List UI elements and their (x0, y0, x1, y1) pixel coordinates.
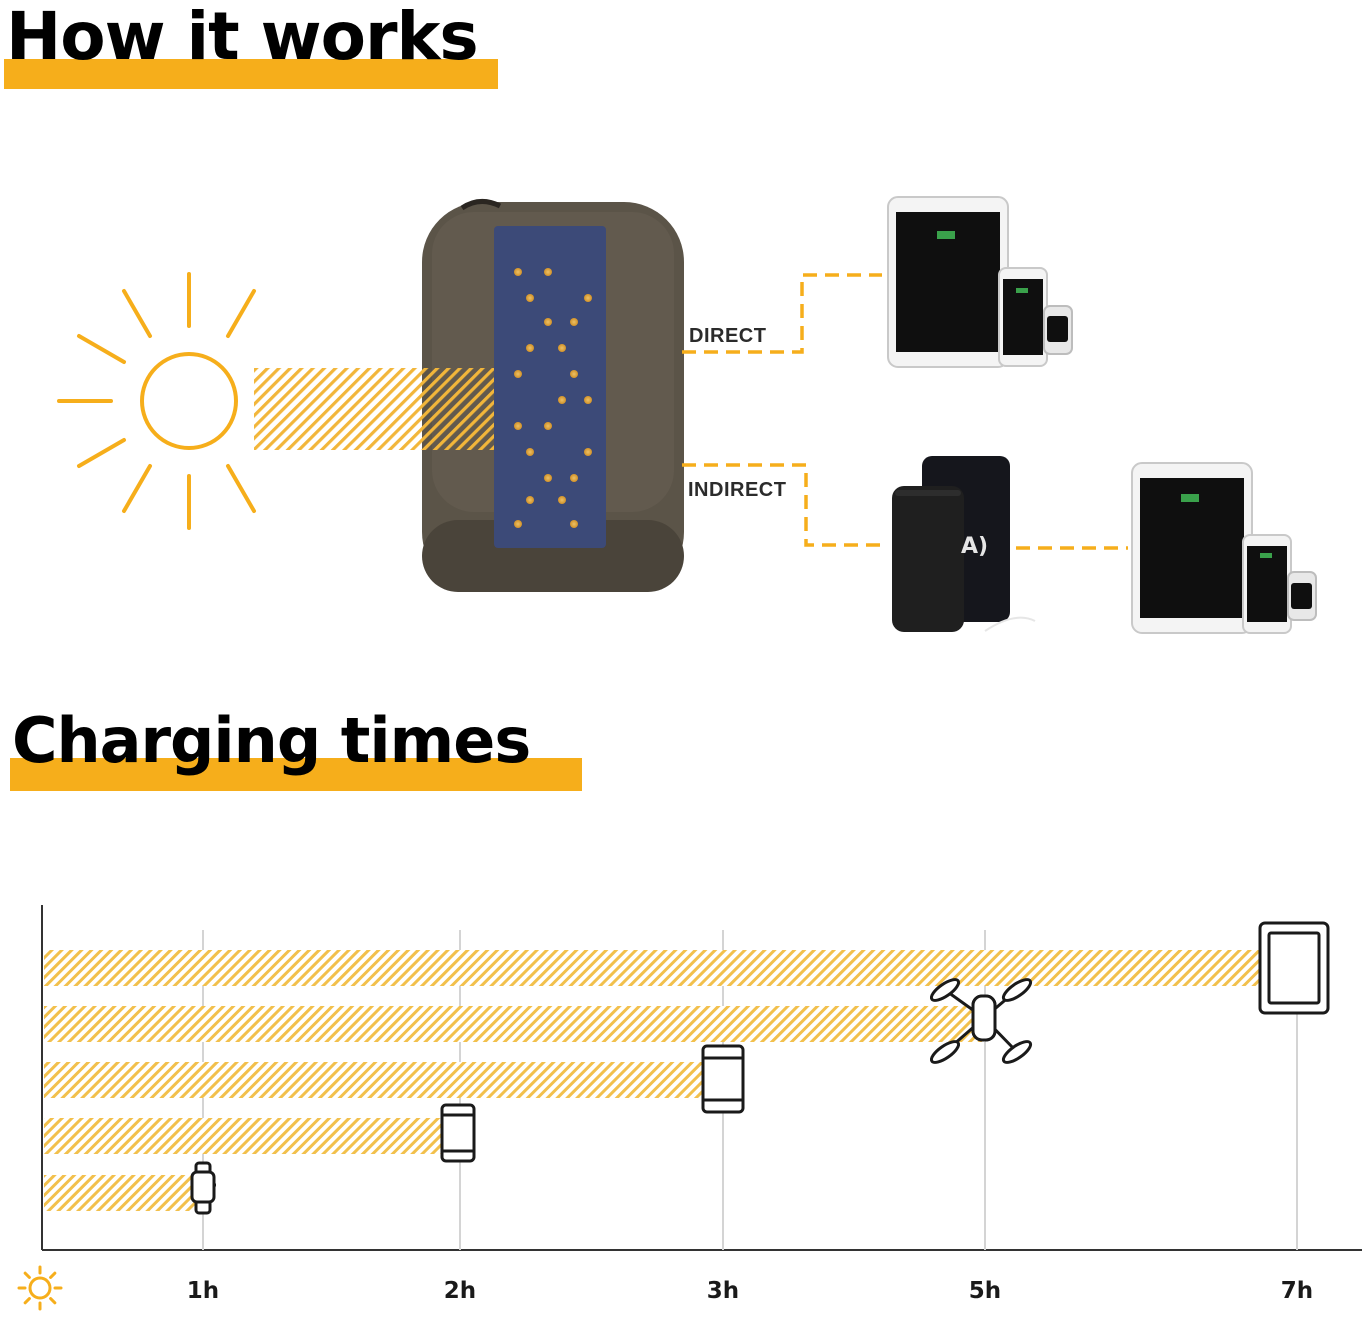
bar-tablet (44, 950, 1297, 986)
large-smartphone-icon (701, 1044, 745, 1114)
panel-cell-dot (584, 294, 592, 302)
panel-cell-dot (514, 422, 522, 430)
panel-cell-dot (544, 422, 552, 430)
sunlight-beam (254, 368, 494, 450)
panel-cell-dot (514, 268, 522, 276)
svg-text:A): A) (961, 534, 988, 559)
smartwatch-icon (190, 1161, 216, 1215)
x-tick-label: 7h (1281, 1278, 1313, 1304)
panel-cell-dot (584, 448, 592, 456)
how-it-works-text: How it works (6, 0, 479, 75)
panel-cell-dot (584, 396, 592, 404)
how-it-works-heading: How it works (4, 4, 498, 89)
solar-panel (494, 226, 606, 548)
solar-backpack (254, 199, 684, 592)
panel-cell-dot (514, 370, 522, 378)
indirect-route (682, 463, 1128, 550)
drone-icon (929, 978, 1033, 1064)
x-tick-label: 1h (187, 1278, 219, 1304)
panel-cell-dot (558, 344, 566, 352)
direct-label: DIRECT (689, 325, 766, 347)
smartphone-icon (440, 1103, 476, 1163)
panel-cell-dot (558, 396, 566, 404)
tablet-icon (1258, 921, 1330, 1015)
bar-drone (44, 1006, 985, 1042)
panel-cell-dot (514, 520, 522, 528)
panel-cell-dot (570, 370, 578, 378)
x-tick-label: 3h (707, 1278, 739, 1304)
charging-times-chart: 1h 2h 3h 5h 7h (17, 905, 1362, 1311)
direct-route (682, 273, 882, 354)
charging-times-heading: Charging times (10, 710, 582, 791)
panel-cell-dot (558, 496, 566, 504)
heading-highlight (4, 59, 498, 89)
power-bank: A) (892, 456, 1036, 632)
panel-cell-dot (526, 448, 534, 456)
bar-large-smartphone (44, 1062, 723, 1098)
tablet-phone-watch-group (887, 196, 1073, 368)
tablet-phone-watch-group (1131, 462, 1317, 634)
sun-icon (57, 272, 256, 530)
panel-cell-dot (544, 268, 552, 276)
x-tick-label: 5h (969, 1278, 1001, 1304)
panel-cell-dot (570, 474, 578, 482)
panel-cell-dot (526, 294, 534, 302)
sun-icon (17, 1265, 63, 1311)
panel-cell-dot (544, 318, 552, 326)
panel-cell-dot (570, 318, 578, 326)
x-tick-label: 2h (444, 1278, 476, 1304)
panel-cell-dot (526, 344, 534, 352)
panel-cell-dot (570, 520, 578, 528)
bar-smartphone (44, 1118, 460, 1154)
bar-smartwatch (44, 1175, 203, 1211)
indirect-label: INDIRECT (688, 479, 786, 501)
charging-times-text: Charging times (12, 704, 531, 777)
panel-cell-dot (526, 496, 534, 504)
panel-cell-dot (544, 474, 552, 482)
heading-highlight (10, 758, 582, 791)
